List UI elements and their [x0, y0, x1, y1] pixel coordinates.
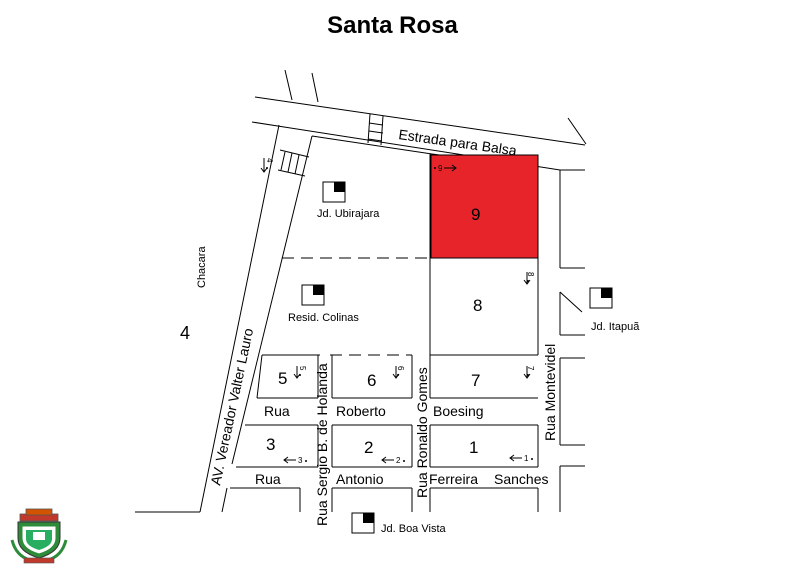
lot-8-number: 8	[473, 296, 482, 315]
marker-4-arrow-icon	[260, 158, 268, 173]
area-boa-vista-label: Jd. Boa Vista	[381, 523, 446, 535]
lot-6-number: 6	[367, 371, 376, 390]
marker-9-label: 9	[438, 164, 443, 173]
street-antonio-4: Sanches	[494, 471, 548, 487]
area-chacara-number: 4	[180, 323, 190, 343]
area-icon-boa-vista	[351, 512, 375, 534]
area-icon-itapua	[589, 287, 613, 309]
marker-7-arrow-icon	[523, 366, 531, 379]
lot-7-number: 7	[471, 371, 480, 390]
marker-8-arrow-icon	[523, 272, 531, 285]
area-icon-colinas	[301, 284, 325, 306]
street-sergio-label: Rua Sergio B. de Holanda	[314, 363, 330, 526]
street-roberto-1: Rua	[264, 403, 290, 419]
marker-1-arrow-icon	[509, 454, 522, 462]
marker-9-arrow-icon	[444, 164, 457, 172]
street-ronaldo-label: Rua Ronaldo Gomes	[414, 367, 430, 498]
marker-5-label: 5	[298, 366, 307, 371]
avenida-right-edge	[231, 135, 313, 465]
street-roberto-2: Roberto	[336, 403, 386, 419]
map-title: Santa Rosa	[327, 12, 458, 39]
marker-4-label: 4	[265, 158, 274, 163]
area-colinas-label: Resid. Colinas	[288, 312, 359, 324]
marker-2-label: 2	[396, 456, 401, 465]
lot-5-number: 5	[278, 369, 287, 388]
area-itapua-label: Jd. Itapuã	[591, 321, 640, 333]
lot-9-number: 9	[471, 205, 480, 224]
street-antonio-3: Ferreira	[429, 471, 478, 487]
marker-5-arrow-icon	[293, 366, 301, 379]
street-roberto-3: Boesing	[433, 403, 484, 419]
marker-6-label: 6	[396, 366, 405, 371]
coat-of-arms-icon	[10, 508, 68, 564]
avenida-left-edge	[199, 124, 280, 513]
estrada-top-edge	[254, 96, 586, 146]
lot-1-number: 1	[469, 438, 478, 457]
street-antonio-1: Rua	[255, 471, 281, 487]
area-ubirajara-label: Jd. Ubirajara	[317, 208, 380, 220]
street-antonio-2: Antonio	[336, 471, 384, 487]
street-montevidel-label: Rua Montevidel	[542, 344, 558, 441]
lot-2-number: 2	[364, 438, 373, 457]
marker-2-arrow-icon	[381, 456, 394, 464]
lot-9-highlight	[430, 154, 539, 259]
marker-3-arrow-icon	[283, 456, 296, 464]
marker-1-label: 1	[524, 454, 529, 463]
area-icon-ubirajara	[322, 181, 346, 203]
lot-3-number: 3	[266, 435, 275, 454]
street-avenida-label: AV. Vereador Valter Lauro	[207, 327, 256, 487]
marker-8-label: 8	[526, 272, 535, 277]
marker-3-label: 3	[298, 456, 303, 465]
area-chacara-label: Chacara	[196, 246, 208, 288]
marker-7-label: 7	[526, 366, 535, 371]
